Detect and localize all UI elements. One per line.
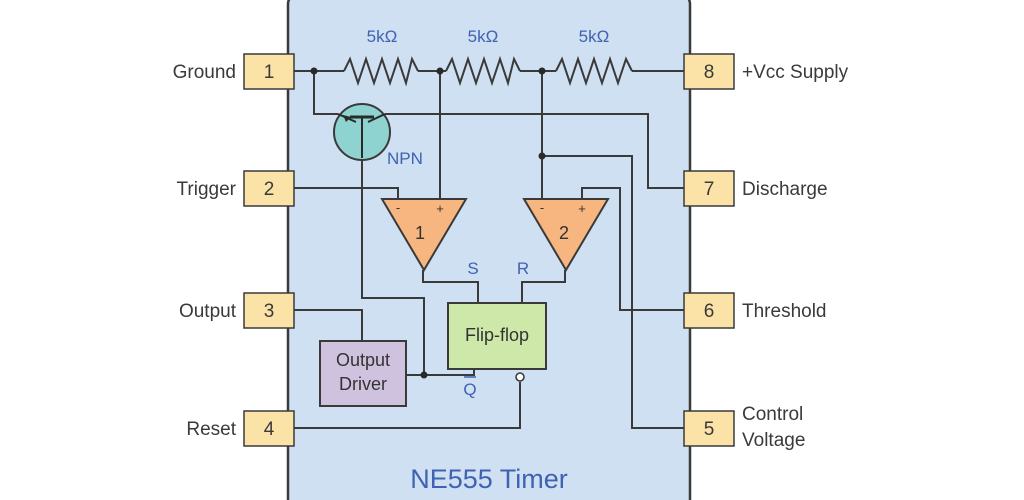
output-driver-line1: Output [336, 350, 390, 370]
diagram-title: NE555 Timer [410, 464, 568, 494]
pin-5: 5 Control Voltage [683, 404, 805, 451]
pin-4-label: Reset [186, 419, 236, 440]
comparator-2-plus: + [578, 201, 586, 216]
pin-1-number: 1 [264, 62, 275, 83]
resistor-2: 5kΩ [445, 27, 521, 87]
comparator-1: - + 1 [380, 198, 468, 272]
comparator-2-number: 2 [559, 223, 569, 243]
resistor-2-label: 5kΩ [468, 27, 499, 46]
pin-7: 7 Discharge [683, 170, 828, 207]
resistor-3: 5kΩ [555, 27, 633, 87]
pin-4-number: 4 [264, 419, 275, 440]
pin-4: 4 Reset [186, 410, 295, 447]
pin-3-label: Output [179, 301, 237, 322]
wiring [294, 70, 684, 429]
pin-5-number: 5 [704, 419, 715, 440]
junction-dots [310, 67, 546, 379]
flip-flop-qbar-output: Q [463, 380, 476, 399]
comparator-1-number: 1 [415, 223, 425, 243]
resistor-1-label: 5kΩ [367, 27, 398, 46]
pin-8: 8 +Vcc Supply [683, 53, 849, 90]
resistor-3-label: 5kΩ [579, 27, 610, 46]
comparator-2-minus: - [540, 200, 544, 215]
pin-7-label: Discharge [742, 179, 828, 200]
pin-5-label-line1: Control [742, 404, 803, 425]
pin-3-number: 3 [264, 301, 275, 322]
pin-8-number: 8 [704, 62, 715, 83]
pin-7-number: 7 [704, 179, 715, 200]
pin-3: 3 Output [179, 292, 295, 329]
pin-1: 1 Ground [173, 53, 295, 90]
output-driver-block: Output Driver [319, 340, 407, 407]
npn-transistor: NPN [333, 103, 423, 168]
pin-2-label: Trigger [177, 179, 237, 200]
pin-6: 6 Threshold [683, 292, 827, 329]
resistor-1: 5kΩ [343, 27, 419, 87]
pin-2: 2 Trigger [177, 170, 295, 207]
transistor-label: NPN [387, 149, 423, 168]
pin-6-number: 6 [704, 301, 715, 322]
pin-6-label: Threshold [742, 301, 827, 322]
output-driver-line2: Driver [339, 374, 387, 394]
pin-1-label: Ground [173, 62, 236, 83]
flip-flop-block: Flip-flop S R Q [447, 259, 547, 399]
flip-flop-s-input: S [467, 259, 478, 278]
comparator-2: - + 2 [522, 198, 610, 272]
pin-8-label: +Vcc Supply [742, 62, 849, 83]
flip-flop-r-input: R [517, 259, 529, 278]
comparator-1-plus: + [436, 201, 444, 216]
comparator-1-minus: - [396, 200, 400, 215]
flip-flop-label: Flip-flop [465, 325, 529, 345]
pin-5-label-line2: Voltage [742, 430, 805, 451]
pin-2-number: 2 [264, 179, 275, 200]
